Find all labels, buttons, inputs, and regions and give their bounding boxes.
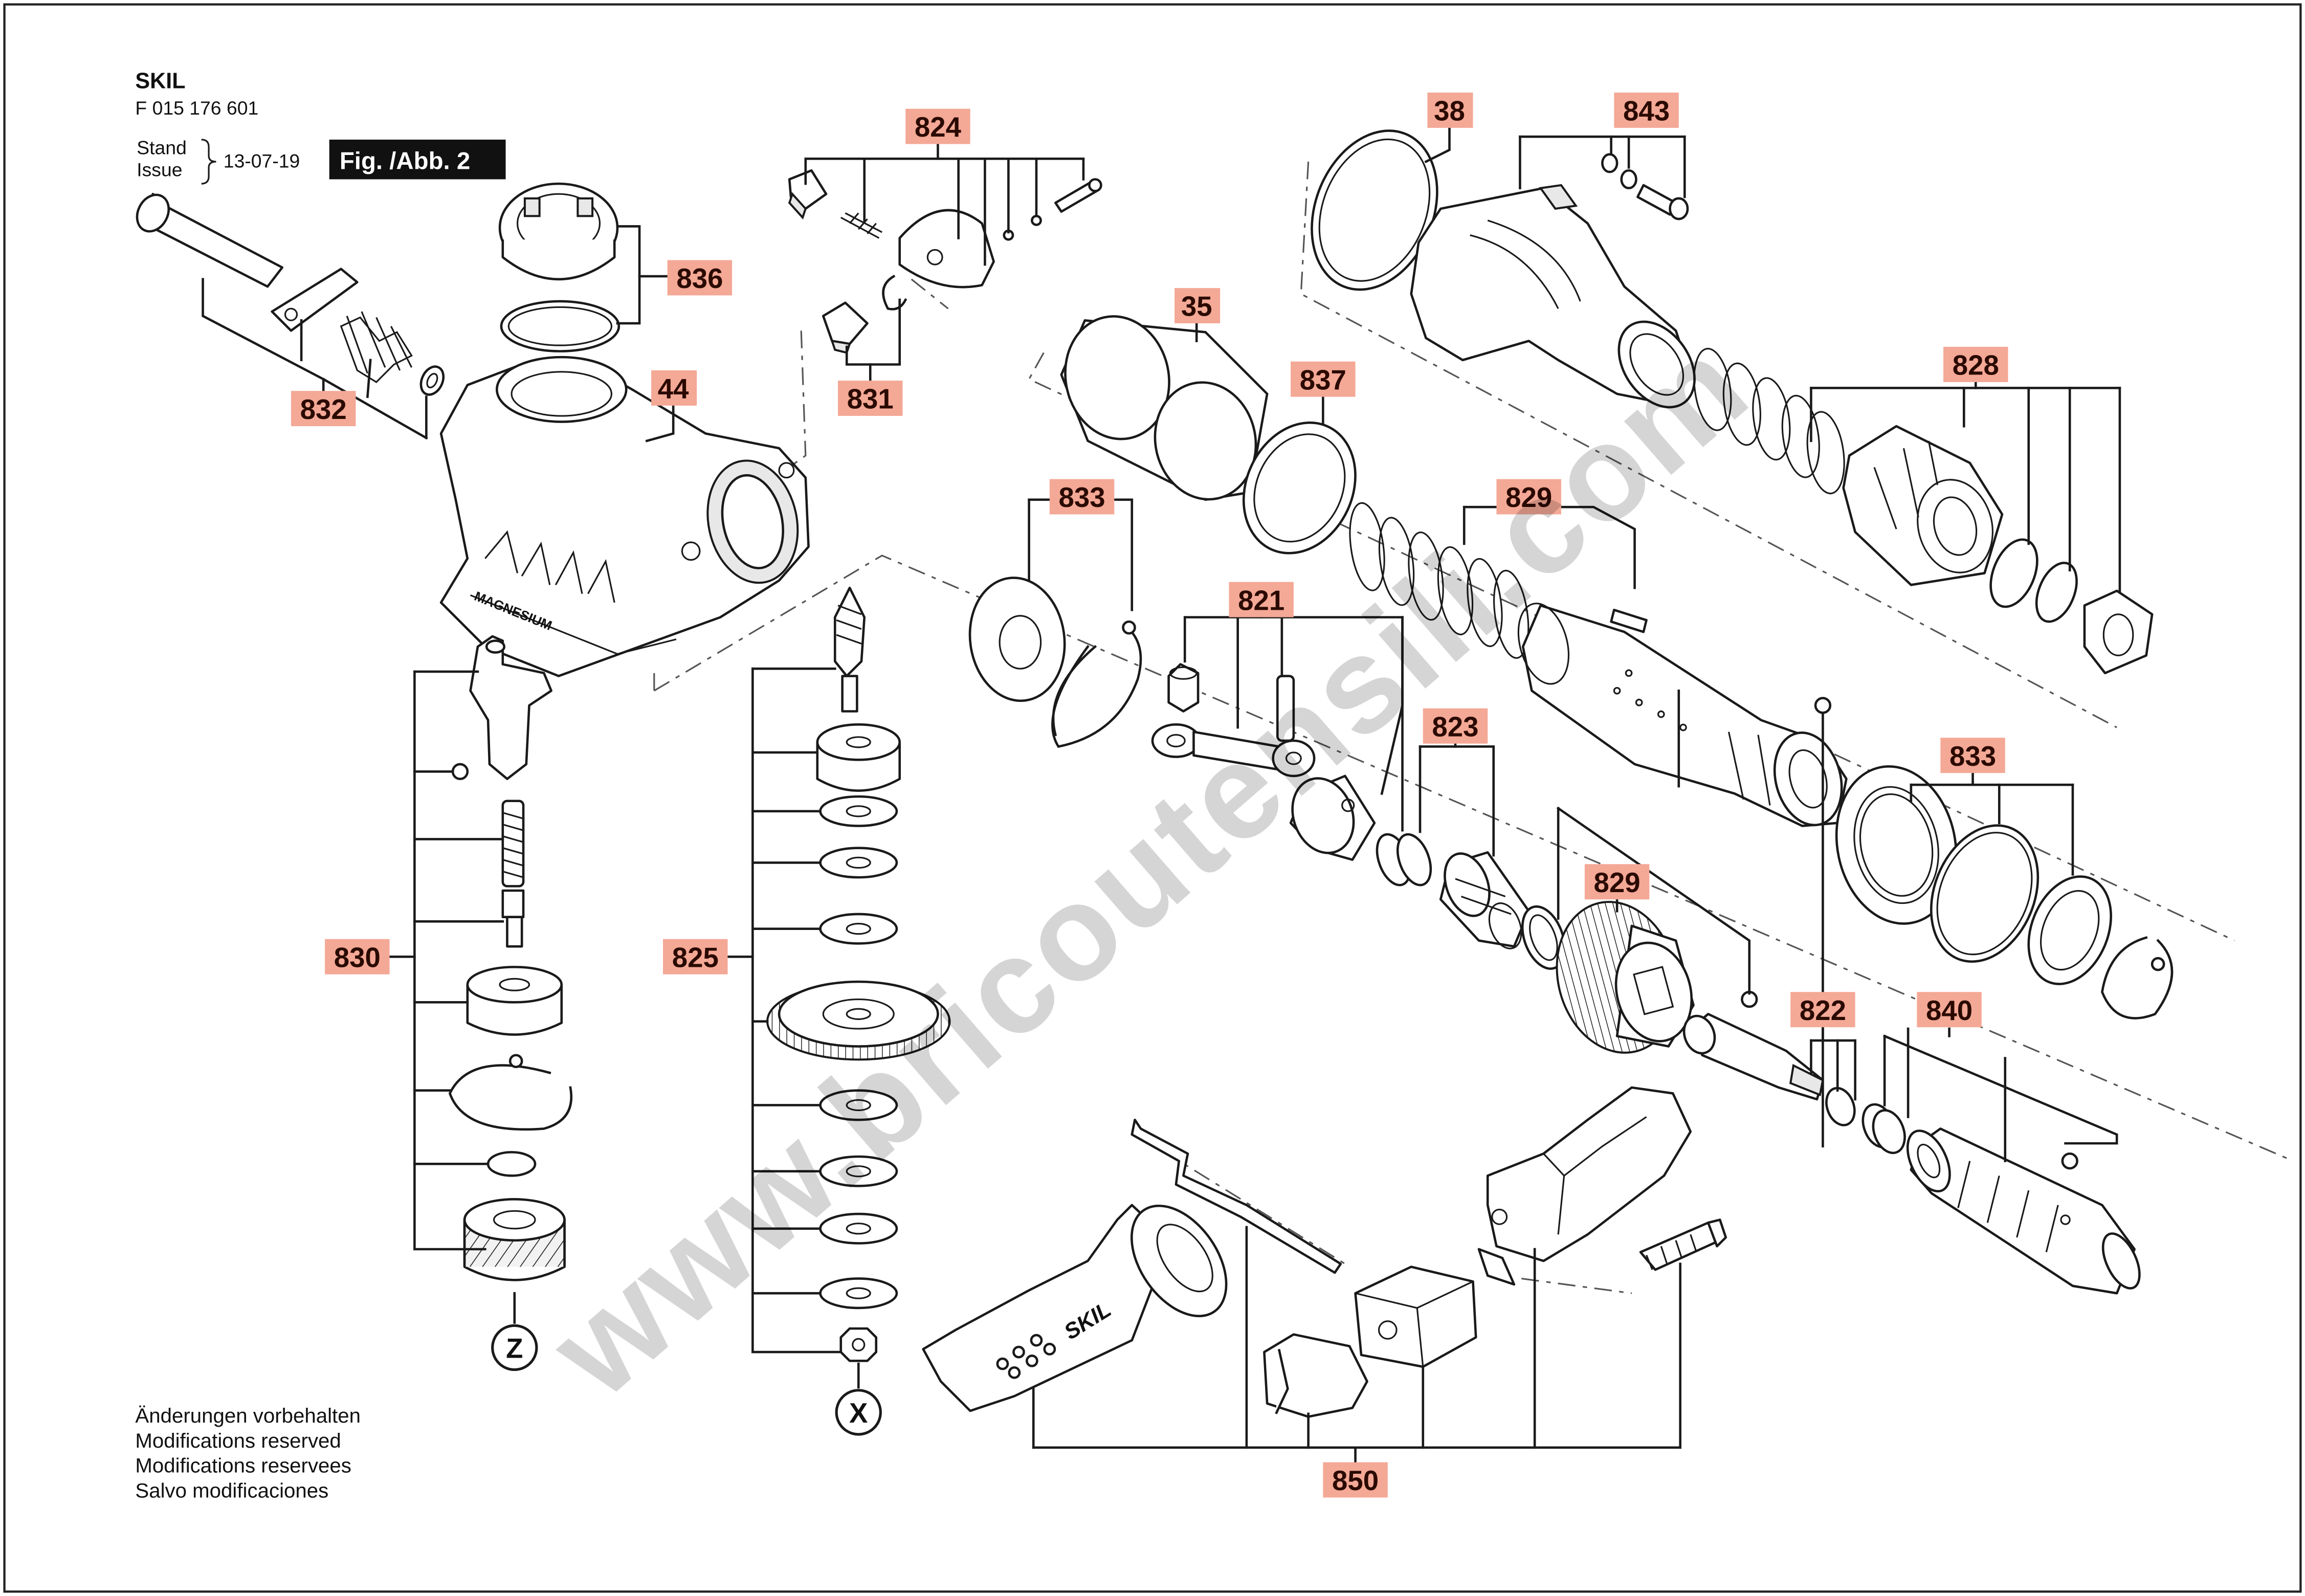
callout-840-label: 840 bbox=[1926, 995, 1972, 1026]
issue-date: 13-07-19 bbox=[224, 150, 300, 172]
callout-44-label: 44 bbox=[658, 373, 689, 405]
callout-821-label: 821 bbox=[1238, 585, 1284, 616]
part-833-bearing bbox=[968, 577, 1142, 748]
callout-836: 836 bbox=[667, 260, 733, 296]
front-housing bbox=[1410, 184, 1696, 409]
cylinder-tube bbox=[1517, 603, 1848, 827]
callout-833-left: 833 bbox=[1049, 479, 1115, 515]
footer-note-en: Modifications reserved bbox=[135, 1429, 341, 1452]
stand-label: Stand bbox=[137, 137, 187, 159]
callout-38: 38 bbox=[1427, 92, 1473, 128]
callout-840: 840 bbox=[1917, 992, 1982, 1028]
part-832-shaft-assembly bbox=[136, 192, 445, 396]
leader-lines bbox=[202, 123, 2121, 1464]
part-840-toolholder bbox=[1906, 1127, 2141, 1295]
part-843-screws bbox=[1601, 153, 1689, 220]
callout-837: 837 bbox=[1291, 361, 1356, 397]
callout-829-upper-label: 829 bbox=[1505, 482, 1552, 513]
footer-note-de: Änderungen vorbehalten bbox=[135, 1404, 361, 1427]
part-824-assembly bbox=[788, 169, 1102, 289]
callout-828: 828 bbox=[1943, 347, 2008, 382]
footer-note-es: Salvo modificaciones bbox=[135, 1479, 328, 1502]
part-number: F 015 176 601 bbox=[135, 97, 258, 119]
part-38-oring bbox=[1311, 129, 1438, 291]
issue-label: Issue bbox=[137, 159, 182, 181]
callout-35: 35 bbox=[1174, 288, 1221, 324]
callout-830-label: 830 bbox=[334, 942, 381, 973]
part-837-ring bbox=[1242, 422, 1357, 555]
callout-829-lower: 829 bbox=[1584, 864, 1650, 900]
callout-38-label: 38 bbox=[1434, 96, 1465, 127]
callout-829-upper: 829 bbox=[1496, 479, 1561, 515]
callout-836-label: 836 bbox=[676, 263, 723, 294]
callout-824-label: 824 bbox=[915, 112, 962, 143]
part-821-conrod bbox=[1151, 663, 1376, 861]
callout-828-label: 828 bbox=[1953, 350, 1999, 381]
part-836-cap bbox=[498, 182, 620, 352]
part-829-spring bbox=[1349, 502, 1530, 659]
part-822-shaft bbox=[1682, 990, 1906, 1155]
callout-824: 824 bbox=[905, 108, 970, 144]
callout-823: 823 bbox=[1423, 708, 1488, 744]
callout-825-label: 825 bbox=[672, 942, 719, 973]
part-833-right bbox=[1835, 765, 2174, 1019]
header-brace bbox=[201, 139, 216, 185]
part-831-pin bbox=[822, 274, 907, 354]
callout-843-label: 843 bbox=[1623, 96, 1670, 127]
callout-831-label: 831 bbox=[847, 384, 894, 415]
callout-830: 830 bbox=[325, 939, 390, 974]
marker-z-label: Z bbox=[506, 1333, 523, 1364]
figure-label: Fig. /Abb. 2 bbox=[340, 147, 470, 174]
callout-829-lower-label: 829 bbox=[1594, 867, 1641, 898]
callout-837-label: 837 bbox=[1300, 364, 1346, 395]
callout-833-right: 833 bbox=[1940, 738, 2005, 773]
brand-name: SKIL bbox=[135, 69, 185, 93]
figure-label-box bbox=[329, 139, 506, 180]
callout-831: 831 bbox=[838, 381, 903, 416]
part-823-rings bbox=[1376, 833, 1566, 970]
marker-x: X bbox=[835, 1389, 882, 1436]
callout-843: 843 bbox=[1614, 92, 1679, 128]
callout-823-label: 823 bbox=[1432, 711, 1478, 742]
part-44-housing: MAGNESIUM bbox=[439, 356, 810, 677]
callout-822: 822 bbox=[1790, 992, 1855, 1028]
callout-833-left-label: 833 bbox=[1059, 482, 1105, 513]
marker-z: Z bbox=[491, 1324, 538, 1371]
callout-35-label: 35 bbox=[1181, 291, 1212, 322]
callout-825: 825 bbox=[663, 939, 728, 974]
part-35-sleeve bbox=[1060, 315, 1269, 501]
footer-note-fr: Modifications reservees bbox=[135, 1454, 351, 1477]
callout-850-label: 850 bbox=[1332, 1465, 1379, 1496]
part-850-side-handle: SKIL bbox=[922, 1086, 1727, 1418]
callout-44: 44 bbox=[651, 370, 697, 406]
callout-850: 850 bbox=[1323, 1462, 1388, 1498]
callout-832-label: 832 bbox=[300, 394, 347, 425]
part-830-stack bbox=[448, 635, 573, 1281]
callout-821: 821 bbox=[1229, 582, 1294, 617]
part-825-stack bbox=[766, 586, 951, 1362]
callout-832: 832 bbox=[291, 391, 356, 427]
part-828-assembly bbox=[1693, 347, 2154, 675]
callout-822-label: 822 bbox=[1800, 995, 1846, 1026]
part-829-clutch bbox=[1556, 901, 1695, 1054]
marker-x-label: X bbox=[849, 1398, 868, 1429]
callout-833-right-label: 833 bbox=[1949, 741, 1996, 772]
